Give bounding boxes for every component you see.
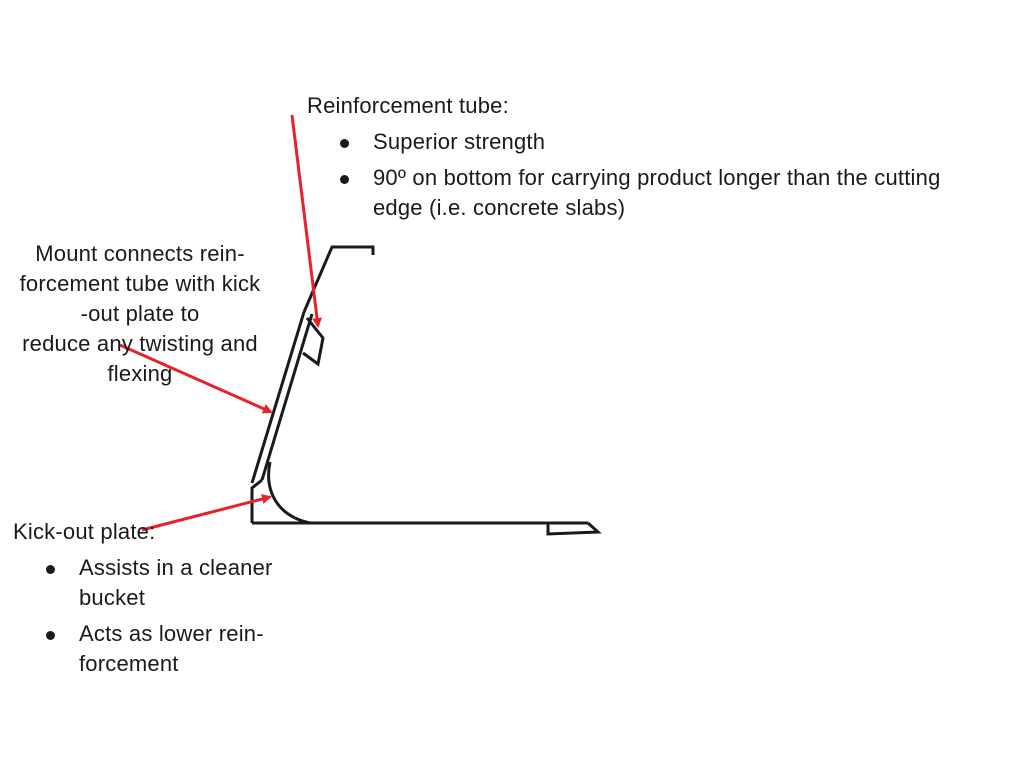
reinforcement-tube-title: Reinforcement tube: [307, 93, 509, 118]
reinforcement-tube-bullet-list: Superior strength 90º on bottom for carr… [307, 127, 1024, 223]
mount-text-line: Mount connects rein- [35, 241, 245, 266]
bullet-dot-icon [46, 631, 55, 640]
reinforcement-tube-inner [260, 313, 314, 481]
bullet-text-line: Acts as lower rein- [79, 621, 264, 646]
bullet-text-line: 90º on bottom for carrying product longe… [373, 165, 941, 190]
kick-out-plate-bullet-list: Assists in a cleaner bucket Acts as lowe… [13, 553, 323, 679]
bullet-text-line: forcement [79, 651, 179, 676]
reinforcement-tube-bullet: 90º on bottom for carrying product longe… [307, 163, 1024, 223]
kick-out-plate-title: Kick-out plate: [13, 519, 156, 544]
kick-out-plate-callout: Kick-out plate: Assists in a cleaner buc… [13, 517, 323, 679]
kick-out-plate-curve [267, 461, 311, 525]
mount-callout: Mount connects rein- forcement tube with… [0, 239, 280, 389]
kick-out-plate-arrow [141, 494, 272, 532]
reinforcement-tube-outer [250, 311, 306, 484]
kick-out-plate-bullet: Assists in a cleaner bucket [13, 553, 323, 613]
bullet-text: Superior strength [373, 129, 546, 154]
reinforcement-tube-callout: Reinforcement tube: Superior strength 90… [307, 91, 1024, 223]
mount-text-line: -out plate to [80, 301, 200, 326]
mount-text-line: forcement tube with kick [19, 271, 261, 296]
back-wall-top-hook [302, 245, 375, 313]
back-wall-lower-edge [250, 478, 263, 523]
mount-text-line: reduce any twisting and [22, 331, 258, 356]
reinforcement-tube-arrow [290, 114, 322, 328]
bullet-text-line: Assists in a cleaner [79, 555, 273, 580]
bullet-text-line: bucket [79, 585, 146, 610]
cutting-edge [546, 521, 602, 536]
bullet-dot-icon [340, 175, 349, 184]
bullet-dot-icon [46, 565, 55, 574]
mount-bracket [302, 317, 325, 367]
bullet-dot-icon [340, 139, 349, 148]
bullet-text-line: edge (i.e. concrete slabs) [373, 195, 626, 220]
reinforcement-tube-bullet: Superior strength [307, 127, 1024, 157]
mount-arrow [119, 343, 273, 414]
mount-text-line: flexing [107, 361, 173, 386]
kick-out-plate-bullet: Acts as lower rein- forcement [13, 619, 323, 679]
